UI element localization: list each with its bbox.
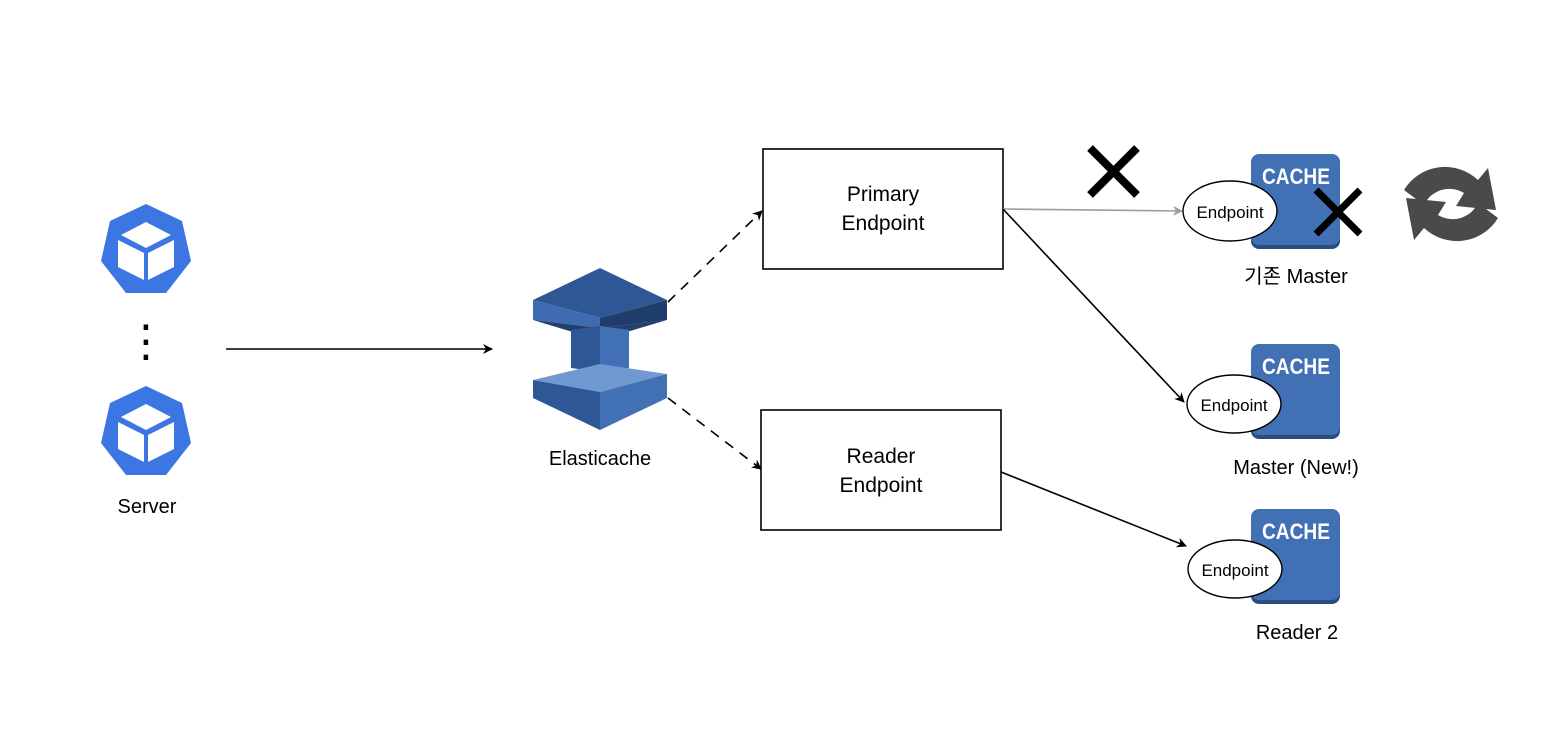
server-label: Server: [118, 496, 177, 518]
primary-endpoint-line2: Endpoint: [842, 212, 925, 235]
pod-icon-top: [101, 204, 191, 293]
cache-node-new-master: CACHE Endpoint Master (New!): [1186, 344, 1359, 479]
old-master-label: 기존 Master: [1244, 265, 1348, 288]
reader-to-reader2-arrow: [1000, 471, 1187, 548]
cross-icon: [1087, 145, 1140, 198]
server-ellipsis: ⋮: [124, 317, 168, 366]
cache-text: CACHE: [1262, 164, 1330, 189]
reader-endpoint-box: Reader Endpoint: [760, 409, 1002, 531]
endpoint-text: Endpoint: [1200, 396, 1267, 415]
elasticache-to-primary-arrow: [667, 210, 763, 303]
cache-text: CACHE: [1262, 519, 1330, 544]
primary-to-old-master-arrow: [1002, 205, 1183, 216]
primary-to-new-master-arrow: [1002, 208, 1185, 403]
pod-icon-bottom: [101, 386, 191, 475]
new-master-label: Master (New!): [1233, 457, 1359, 479]
elasticache-group: Elasticache: [533, 268, 667, 470]
cache-node-reader2: CACHE Endpoint Reader 2: [1187, 509, 1340, 644]
endpoint-text: Endpoint: [1201, 561, 1268, 580]
cross-icon: [1313, 187, 1363, 237]
cache-text: CACHE: [1262, 354, 1330, 379]
refresh-icon: [1404, 166, 1498, 242]
elasticache-label: Elasticache: [549, 448, 651, 470]
reader-endpoint-line1: Reader: [847, 445, 916, 468]
primary-endpoint-line1: Primary: [847, 183, 920, 206]
endpoint-text: Endpoint: [1196, 203, 1263, 222]
primary-endpoint-box: Primary Endpoint: [762, 148, 1004, 270]
cache-node-old-master: CACHE Endpoint 기존 Master: [1182, 154, 1363, 288]
aws-elasticache-icon: [533, 268, 667, 430]
reader-endpoint-line2: Endpoint: [840, 474, 923, 497]
reader2-label: Reader 2: [1256, 622, 1338, 644]
server-group: ⋮ Server: [101, 204, 191, 518]
elasticache-to-reader-arrow: [667, 397, 762, 470]
